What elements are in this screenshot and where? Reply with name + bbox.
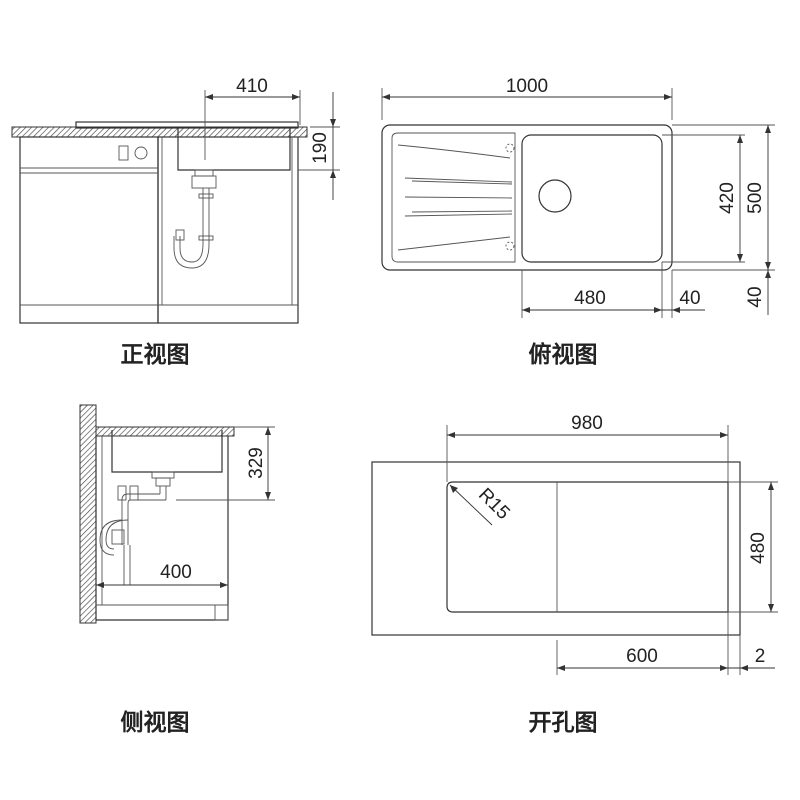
top-dim-480: 480 [574,288,606,309]
top-dim-40-bottom: 40 [679,288,700,309]
cutout-dim-980: 980 [571,413,603,434]
side-dim-329: 329 [246,447,267,479]
top-dim-1000: 1000 [506,76,548,97]
cutout-countertop-outline [371,461,741,636]
front-sink-rim [75,121,299,129]
side-wall [79,404,97,624]
side-view: 329 400 侧视图 [79,404,275,736]
front-knob-icon [134,146,148,160]
cutout-dim-r15: R15 [474,484,513,523]
top-sink-outline [381,124,673,271]
front-control-icon [118,145,129,161]
top-dim-40-right: 40 [745,286,766,307]
top-dim-420: 420 [717,182,738,214]
front-dishwasher-cabinet [19,136,159,324]
top-tap-hole-icon [505,143,515,153]
side-view-caption: 侧视图 [121,709,190,736]
top-overflow-hole-icon [505,241,515,251]
front-dim-410: 410 [236,76,268,97]
cutout-dim-600: 600 [626,646,658,667]
top-view: 1000 480 40 420 500 40 俯视图 [381,76,775,368]
cutout-hole [446,481,729,613]
front-view: 410 190 正视图 [11,76,340,368]
front-sink-cabinet [157,136,299,324]
top-view-caption: 俯视图 [529,341,598,368]
front-view-caption: 正视图 [121,341,190,368]
front-dim-190: 190 [310,132,331,164]
cutout-dim-480: 480 [748,532,769,564]
side-dim-400: 400 [160,562,192,583]
cutout-dim-2: 2 [755,646,766,667]
side-countertop [95,426,235,437]
top-bowl [521,134,663,263]
top-drain-icon [538,179,572,213]
top-dim-500: 500 [745,182,766,214]
cutout-view: R15 980 480 600 2 开孔图 [371,413,778,736]
cutout-view-caption: 开孔图 [529,710,598,736]
